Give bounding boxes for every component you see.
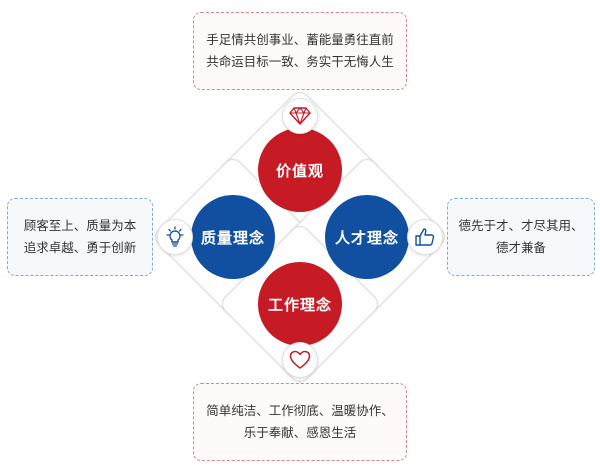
callout-quality-line-1: 顾客至上、质量为本	[23, 218, 137, 233]
callout-quality: 顾客至上、质量为本 追求卓越、勇于创新	[7, 198, 153, 276]
callout-talent-line-2: 德才兼备	[495, 240, 546, 255]
concept-work: 工作理念	[258, 262, 342, 346]
thumbs-up-icon	[407, 219, 443, 255]
callout-values-line-1: 手足情共创事业、蓄能量勇往直前	[206, 32, 394, 47]
callout-talent-line-1: 德先于才、才尽其用、	[458, 218, 584, 233]
callout-values: 手足情共创事业、蓄能量勇往直前 共命运目标一致、务实干无悔人生	[193, 12, 407, 90]
heart-icon	[282, 342, 318, 378]
callout-quality-line-2: 追求卓越、勇于创新	[23, 240, 137, 255]
concept-quality: 质量理念	[191, 195, 275, 279]
callout-work: 简单纯洁、工作彻底、温暖协作、 乐于奉献、感恩生活	[193, 383, 407, 461]
diamond-icon	[282, 98, 318, 134]
callout-work-line-1: 简单纯洁、工作彻底、温暖协作、	[206, 403, 394, 418]
concept-talent: 人才理念	[325, 195, 409, 279]
callout-work-line-2: 乐于奉献、感恩生活	[243, 425, 357, 440]
concept-values: 价值观	[258, 128, 342, 212]
callout-values-line-2: 共命运目标一致、务实干无悔人生	[206, 54, 394, 69]
lightbulb-icon	[157, 219, 193, 255]
callout-talent: 德先于才、才尽其用、 德才兼备	[447, 198, 595, 276]
